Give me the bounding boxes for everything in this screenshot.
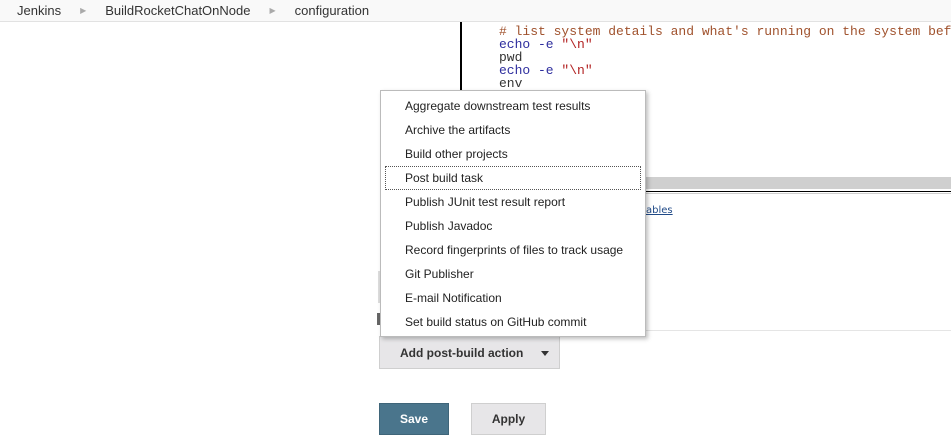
menu-item-email-notification[interactable]: E-mail Notification	[405, 291, 502, 305]
environment-variables-link[interactable]: ables	[646, 205, 673, 216]
hidden-field-edge	[377, 313, 380, 325]
breadcrumb: Jenkins ▶ BuildRocketChatOnNode ▶ config…	[0, 0, 951, 22]
editor-bottom-border	[645, 191, 951, 194]
add-post-build-action-button[interactable]: Add post-build action	[379, 336, 560, 369]
code-line: pwd	[499, 50, 523, 65]
code-line: echo -e "\n"	[499, 37, 593, 52]
hidden-field-edge	[378, 271, 380, 303]
code-line: env	[499, 76, 523, 91]
menu-item-build-other-projects[interactable]: Build other projects	[405, 147, 508, 161]
menu-item-archive-artifacts[interactable]: Archive the artifacts	[405, 123, 511, 137]
menu-item-publish-junit[interactable]: Publish JUnit test result report	[405, 195, 566, 209]
menu-item-aggregate-downstream[interactable]: Aggregate downstream test results	[405, 99, 591, 113]
menu-item-record-fingerprints[interactable]: Record fingerprints of files to track us…	[405, 243, 624, 257]
code-line: # list system details and what's running…	[499, 24, 951, 39]
menu-item-post-build-task[interactable]: Post build task	[385, 166, 641, 190]
post-build-action-menu: Aggregate downstream test results Archiv…	[380, 90, 646, 337]
breadcrumb-configuration[interactable]: configuration	[294, 3, 370, 18]
breadcrumb-project[interactable]: BuildRocketChatOnNode	[105, 3, 251, 18]
menu-item-github-commit-status[interactable]: Set build status on GitHub commit	[405, 315, 587, 329]
section-divider	[560, 330, 951, 331]
triangle-right-icon[interactable]: ▶	[269, 6, 276, 15]
triangle-right-icon[interactable]: ▶	[80, 6, 87, 15]
code-line: echo -e "\n"	[499, 63, 593, 78]
apply-button[interactable]: Apply	[471, 403, 546, 435]
save-button[interactable]: Save	[379, 403, 449, 435]
menu-item-git-publisher[interactable]: Git Publisher	[405, 267, 474, 281]
breadcrumb-jenkins[interactable]: Jenkins	[17, 3, 62, 18]
add-post-build-action-label: Add post-build action	[400, 345, 524, 360]
menu-item-publish-javadoc[interactable]: Publish Javadoc	[405, 219, 493, 233]
caret-down-icon	[541, 351, 549, 356]
